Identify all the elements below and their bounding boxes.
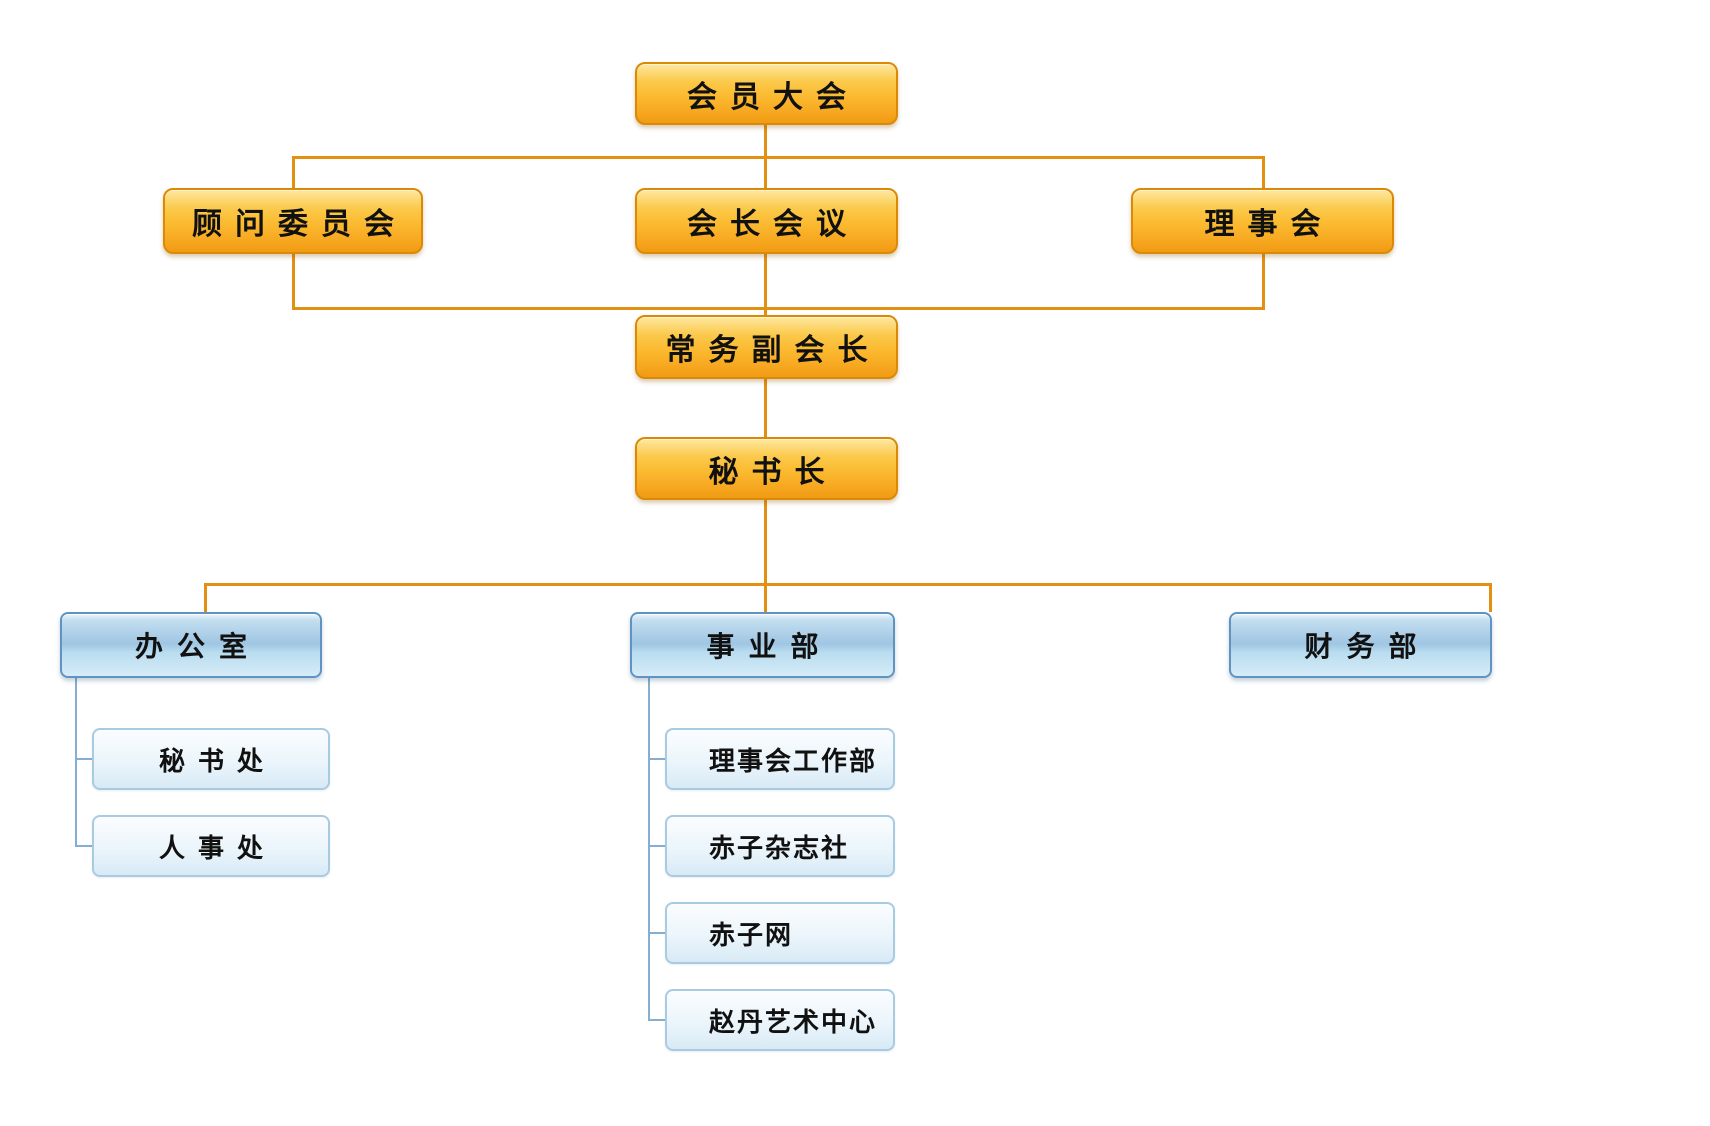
org-node-personnel-office: 人事处 bbox=[92, 815, 330, 877]
org-node-advisory-committee: 顾问委员会 bbox=[163, 188, 423, 254]
connector bbox=[292, 254, 295, 310]
connector bbox=[75, 845, 92, 847]
connector bbox=[764, 500, 767, 612]
connector bbox=[648, 678, 650, 1021]
connector bbox=[764, 125, 767, 159]
connector bbox=[648, 758, 665, 760]
org-node-finance-department: 财务部 bbox=[1229, 612, 1492, 678]
org-node-chizi-magazine: 赤子杂志社 bbox=[665, 815, 895, 877]
connector bbox=[648, 1019, 665, 1021]
org-node-business-division: 事业部 bbox=[630, 612, 895, 678]
connector bbox=[292, 307, 1265, 310]
connector bbox=[764, 254, 767, 315]
org-node-office: 办公室 bbox=[60, 612, 322, 678]
connector bbox=[648, 845, 665, 847]
connector bbox=[648, 932, 665, 934]
connector bbox=[204, 583, 1492, 586]
connector bbox=[204, 583, 207, 612]
connector bbox=[292, 156, 295, 188]
connector bbox=[764, 156, 767, 188]
connector bbox=[764, 379, 767, 437]
org-node-chizi-net: 赤子网 bbox=[665, 902, 895, 964]
org-node-zhaodan-art-center: 赵丹艺术中心 bbox=[665, 989, 895, 1051]
connector bbox=[75, 678, 77, 847]
connector bbox=[1262, 156, 1265, 188]
org-node-council-work-department: 理事会工作部 bbox=[665, 728, 895, 790]
connector bbox=[292, 156, 1265, 159]
org-node-executive-vice-president: 常务副会长 bbox=[635, 315, 898, 379]
org-node-council: 理事会 bbox=[1131, 188, 1394, 254]
connector bbox=[75, 758, 92, 760]
org-node-general-assembly: 会员大会 bbox=[635, 62, 898, 125]
connector bbox=[1489, 583, 1492, 612]
connector bbox=[1262, 254, 1265, 310]
org-node-presidents-meeting: 会长会议 bbox=[635, 188, 898, 254]
org-node-secretariat: 秘书处 bbox=[92, 728, 330, 790]
org-node-secretary-general: 秘书长 bbox=[635, 437, 898, 500]
